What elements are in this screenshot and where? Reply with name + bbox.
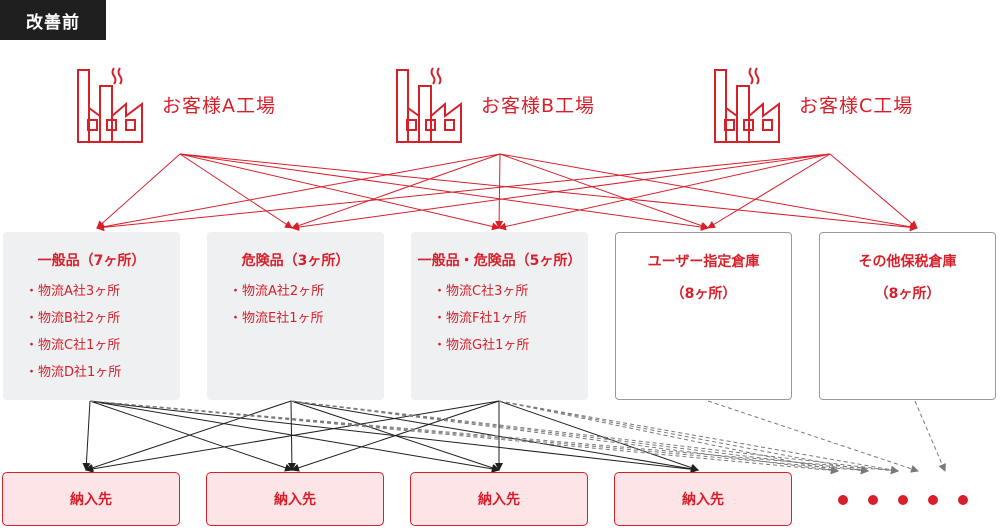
- factory-label: お客様C工場: [799, 94, 914, 117]
- factory-to-warehouse-arrow: [829, 153, 918, 229]
- warehouse-count: （8ヶ所）: [874, 286, 941, 302]
- destination-box: 納入先: [206, 472, 384, 526]
- warehouse-to-destination-arrow: [291, 400, 500, 472]
- warehouse-count: （8ヶ所）: [670, 286, 737, 302]
- warehouse-to-other-arrow: [498, 400, 839, 474]
- factory-to-warehouse-arrow: [291, 153, 831, 232]
- list-item: 物流D社1ヶ所: [3, 359, 180, 386]
- factory-to-warehouse-arrow: [499, 153, 918, 231]
- factory-label: お客様B工場: [481, 94, 596, 117]
- warehouse-title: 危険品（3ヶ所）: [241, 253, 350, 269]
- factory-to-warehouse-arrow: [499, 153, 709, 230]
- factory-to-warehouse-arrow: [291, 153, 501, 230]
- before-improvement-tag: 改善前: [0, 0, 106, 40]
- destination-box: 納入先: [2, 472, 180, 526]
- warehouse-to-destination-arrow: [85, 400, 292, 472]
- warehouse-to-other-arrow: [914, 400, 946, 472]
- warehouse-title: 一般品（7ヶ所）: [37, 253, 146, 269]
- factory-to-warehouse-arrow: [96, 153, 501, 231]
- destination-label: 納入先: [478, 492, 520, 508]
- destination-label: 納入先: [682, 492, 724, 508]
- warehouse-list: 物流A社2ヶ所 物流E社1ヶ所: [207, 278, 384, 332]
- list-item: 物流C社3ヶ所: [411, 278, 588, 305]
- factory-to-warehouse-arrow: [179, 153, 293, 229]
- warehouse-general: 一般品（7ヶ所） 物流A社3ヶ所 物流B社2ヶ所 物流C社1ヶ所 物流D社1ヶ所: [3, 232, 180, 400]
- factory-icon: [393, 64, 477, 144]
- warehouse-user-designated: ユーザー指定倉庫 （8ヶ所）: [615, 232, 792, 400]
- warehouse-to-destination-arrow: [290, 400, 699, 473]
- warehouse-title: ユーザー指定倉庫: [647, 254, 760, 270]
- factory-to-warehouse-arrow: [96, 153, 181, 229]
- ellipsis-dot: [958, 495, 968, 505]
- factory-icon: [711, 64, 795, 144]
- warehouse-to-other-arrow: [290, 400, 869, 475]
- factory-icon: [74, 64, 158, 144]
- factory-to-warehouse-arrow: [96, 153, 831, 232]
- warehouse-to-destination-arrow: [85, 400, 500, 473]
- list-item: 物流F社1ヶ所: [411, 305, 588, 332]
- warehouse-to-other-arrow: [498, 400, 869, 474]
- warehouse-to-destination-arrow: [82, 400, 91, 471]
- destination-box: 納入先: [410, 472, 588, 526]
- list-item: 物流E社1ヶ所: [207, 305, 384, 332]
- warehouse-to-other-arrow: [290, 400, 839, 475]
- warehouse-to-other-arrow: [707, 400, 919, 473]
- warehouse-to-other-arrow: [89, 400, 869, 475]
- warehouse-title: その他保税倉庫: [858, 254, 957, 270]
- warehouse-to-other-arrow: [89, 400, 839, 475]
- list-item: 物流A社3ヶ所: [3, 278, 180, 305]
- factory-to-warehouse-arrow: [179, 153, 709, 231]
- ellipsis-dot: [868, 495, 878, 505]
- destination-label: 納入先: [274, 492, 316, 508]
- factory-to-warehouse-arrow: [707, 153, 831, 229]
- factory-to-warehouse-arrow: [179, 153, 918, 232]
- ellipsis-dot: [838, 495, 848, 505]
- warehouse-to-other-arrow: [498, 400, 899, 474]
- list-item: 物流C社1ヶ所: [3, 332, 180, 359]
- factory-to-warehouse-arrow: [495, 153, 504, 229]
- warehouse-to-other-arrow: [89, 400, 899, 475]
- factory-label: お客様A工場: [162, 94, 276, 117]
- list-item: 物流G社1ヶ所: [411, 332, 588, 359]
- ellipsis-dot: [928, 495, 938, 505]
- warehouse-hazardous: 危険品（3ヶ所） 物流A社2ヶ所 物流E社1ヶ所: [207, 232, 384, 400]
- warehouse-general-hazardous: 一般品・危険品（5ヶ所） 物流C社3ヶ所 物流F社1ヶ所 物流G社1ヶ所: [411, 232, 588, 400]
- warehouse-to-destination-arrow: [89, 400, 293, 472]
- warehouse-other-bonded: その他保税倉庫 （8ヶ所）: [819, 232, 996, 400]
- ellipsis-dot: [898, 495, 908, 505]
- factory-to-warehouse-arrow: [179, 153, 500, 231]
- factory-a: お客様A工場: [74, 64, 276, 144]
- factory-to-warehouse-arrow: [498, 153, 831, 231]
- factory-c: お客様C工場: [711, 64, 913, 144]
- list-item: 物流B社2ヶ所: [3, 305, 180, 332]
- warehouse-list: 物流C社3ヶ所 物流F社1ヶ所 物流G社1ヶ所: [411, 278, 588, 359]
- warehouse-title: 一般品・危険品（5ヶ所）: [417, 253, 582, 269]
- warehouse-to-other-arrow: [290, 400, 899, 475]
- destination-label: 納入先: [70, 492, 112, 508]
- warehouse-list: 物流A社3ヶ所 物流B社2ヶ所 物流C社1ヶ所 物流D社1ヶ所: [3, 278, 180, 386]
- factory-b: お客様B工場: [393, 64, 595, 144]
- list-item: 物流A社2ヶ所: [207, 278, 384, 305]
- warehouse-to-destination-arrow: [498, 400, 699, 472]
- destination-box: 納入先: [614, 472, 792, 526]
